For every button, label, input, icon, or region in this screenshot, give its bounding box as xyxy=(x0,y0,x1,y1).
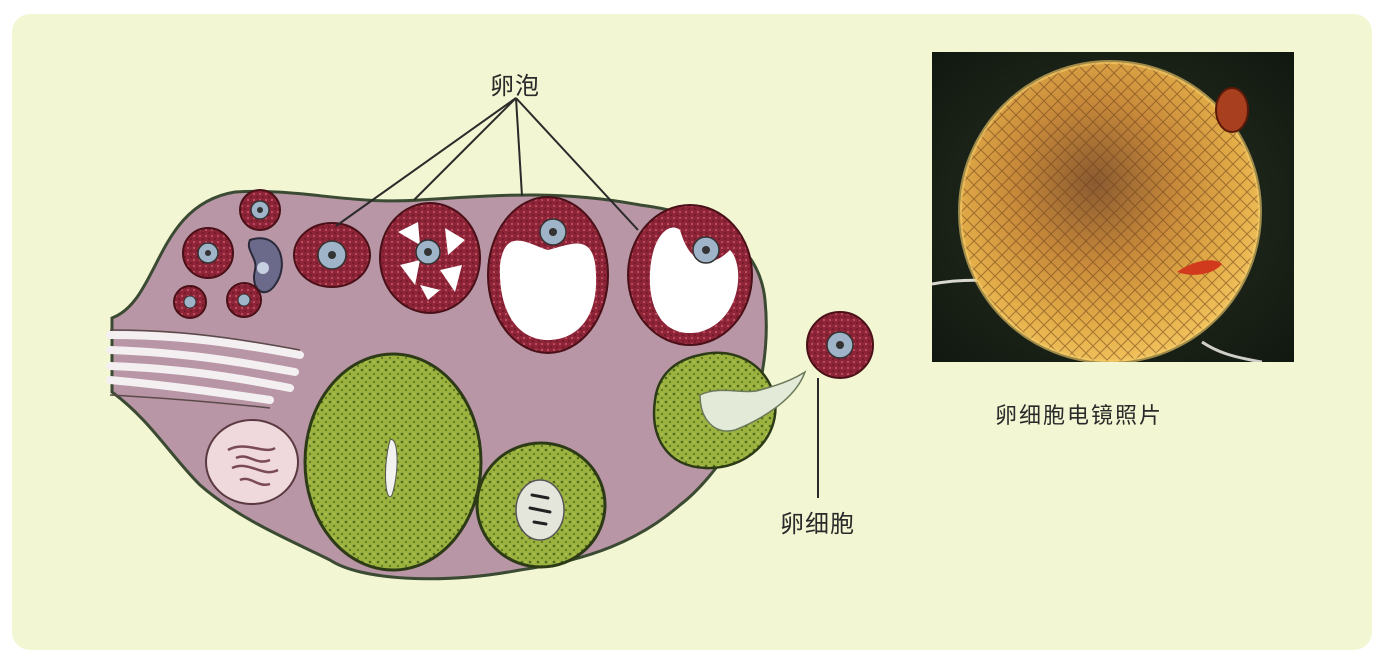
mature-follicle xyxy=(628,205,752,345)
primary-follicle-1 xyxy=(240,190,280,230)
primary-follicle-4 xyxy=(174,286,206,318)
primary-follicle-5 xyxy=(227,283,261,317)
egg-cell-micrograph xyxy=(932,52,1294,362)
primary-follicle-2 xyxy=(183,228,233,278)
follicle-label: 卵泡 xyxy=(490,66,540,101)
micrograph-caption: 卵细胞电镜照片 xyxy=(995,398,1163,430)
secondary-follicle xyxy=(380,203,480,313)
egg-cell-label: 卵细胞 xyxy=(780,504,855,539)
corpus-luteum-large xyxy=(305,354,481,570)
growing-follicle xyxy=(294,223,370,287)
corpus-albicans xyxy=(206,420,298,504)
released-egg-cell xyxy=(807,312,873,378)
corpus-luteum-small xyxy=(477,443,605,567)
ruptured-follicle xyxy=(654,353,805,468)
antral-follicle xyxy=(488,197,608,353)
